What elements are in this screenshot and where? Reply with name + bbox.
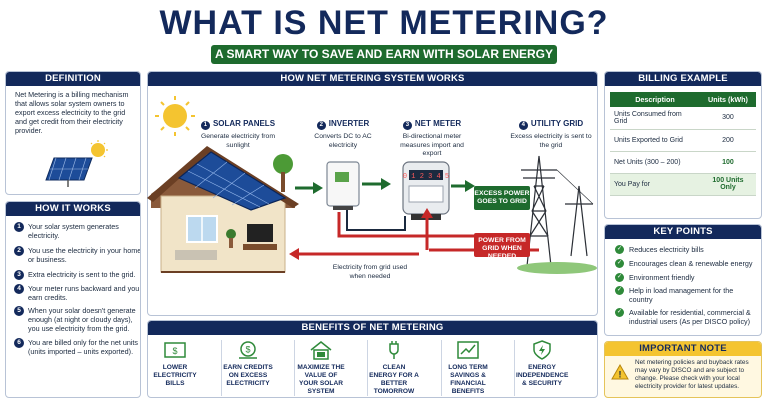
- system-diagram-art: 0 1 2 3 4 5: [147, 96, 597, 274]
- check-icon: ✓: [615, 259, 624, 268]
- billing-col-units: Units (kWh): [699, 92, 756, 107]
- benefit-item: MAXIMIZE THE VALUE OF YOUR SOLAR SYSTEM: [297, 364, 345, 395]
- billing-col-desc: Description: [610, 92, 700, 107]
- important-note-header: IMPORTANT NOTE: [605, 342, 761, 356]
- transmission-tower-icon: [521, 155, 594, 267]
- bill-icon: $: [164, 342, 186, 358]
- page-subtitle: A SMART WAY TO SAVE AND EARN WITH SOLAR …: [211, 45, 557, 64]
- solar-panel-sun-icon: [45, 140, 108, 187]
- svg-text:$: $: [172, 346, 177, 356]
- sun-icon: [155, 96, 195, 136]
- eco-plug-icon: [389, 341, 399, 359]
- shield-bolt-icon: [533, 340, 551, 360]
- check-icon: ✓: [615, 273, 624, 282]
- list-item: ✓Reduces electricity bills: [615, 245, 704, 254]
- benefit-item: LOWER ELECTRICITY BILLS: [153, 364, 197, 387]
- important-note-panel: IMPORTANT NOTE ! Net metering policies a…: [604, 341, 762, 398]
- table-row: Net Units (300 – 200)100: [610, 151, 756, 174]
- check-icon: ✓: [615, 286, 624, 295]
- growth-chart-icon: [457, 341, 479, 359]
- tree-icon: [273, 154, 293, 192]
- billing-header: BILLING EXAMPLE: [605, 72, 761, 86]
- key-points-panel: KEY POINTS ✓Reduces electricity bills ✓E…: [604, 224, 762, 336]
- check-icon: ✓: [615, 245, 624, 254]
- svg-text:!: !: [619, 370, 622, 380]
- definition-panel: DEFINITION Net Metering is a billing mec…: [5, 71, 141, 195]
- important-note-text: Net metering policies and buyback rates …: [635, 359, 749, 390]
- list-item: ✓Encourages clean & renewable energy: [615, 259, 753, 268]
- solar-house-icon: [310, 341, 332, 360]
- list-item: ✓Environment friendly: [615, 273, 695, 282]
- list-item: ✓Available for residential, commercial &…: [615, 308, 751, 326]
- svg-text:0 1 2 3 4 5: 0 1 2 3 4 5: [403, 173, 449, 181]
- benefit-item: ENERGY INDEPENDENCE & SECURITY: [516, 364, 569, 387]
- page-title: WHAT IS NET METERING?: [159, 4, 609, 42]
- export-label: EXCESS POWER GOES TO GRID: [474, 186, 530, 210]
- benefit-item: LONG TERM SAVINGS & FINANCIAL BENEFITS: [448, 364, 488, 395]
- house-icon: [147, 146, 299, 273]
- definition-text: Net Metering is a billing mechanism that…: [15, 90, 129, 135]
- benefits-header: BENEFITS OF NET METERING: [148, 321, 597, 335]
- import-label: POWER FROM GRID WHEN NEEDED: [474, 233, 530, 260]
- benefit-item: CLEAN ENERGY FOR A BETTER TOMORROW: [369, 364, 419, 395]
- key-points-header: KEY POINTS: [605, 225, 761, 239]
- list-item: ✓Help in load management for the country: [615, 286, 734, 304]
- benefits-panel: BENEFITS OF NET METERING: [147, 320, 598, 398]
- check-icon: ✓: [615, 308, 624, 317]
- warning-icon: !: [611, 364, 629, 380]
- system-header: HOW NET METERING SYSTEM WORKS: [148, 72, 597, 86]
- coins-icon: $: [239, 341, 257, 359]
- net-meter-icon: 0 1 2 3 4 5: [402, 161, 450, 220]
- inverter-icon: [326, 161, 360, 210]
- svg-text:$: $: [245, 345, 250, 355]
- grid-use-label: Electricity from grid used when needed: [332, 264, 408, 280]
- definition-header: DEFINITION: [6, 72, 140, 86]
- how-it-works-header: HOW IT WORKS: [6, 202, 140, 216]
- benefit-item: EARN CREDITS ON EXCESS ELECTRICITY: [223, 364, 273, 387]
